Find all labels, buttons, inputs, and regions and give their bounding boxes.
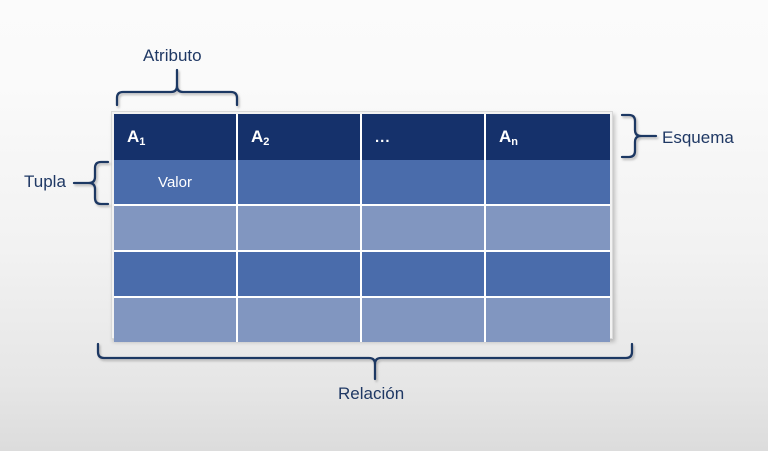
- column-header-a1-sub: 1: [139, 136, 146, 148]
- table-row: [114, 298, 610, 342]
- atributo-brace-icon: [115, 68, 239, 107]
- column-header-a2-sub: 2: [263, 136, 270, 148]
- cell-valor: Valor: [114, 160, 238, 206]
- column-header-an-base: A: [499, 127, 512, 146]
- table-cell: [114, 206, 238, 252]
- column-header-a2: A2: [238, 114, 362, 160]
- label-esquema: Esquema: [662, 128, 734, 147]
- column-header-a2-base: A: [251, 127, 264, 146]
- relation-table: A1 A2 ... An Valor: [114, 114, 610, 342]
- table-cell: [486, 160, 610, 206]
- table-cell: [486, 252, 610, 298]
- column-header-ellipsis: ...: [362, 114, 486, 160]
- column-header-a1: A1: [114, 114, 238, 160]
- table-row: [114, 252, 610, 298]
- table-row: Valor: [114, 160, 610, 206]
- table-cell: [362, 160, 486, 206]
- column-header-ellipsis-base: ...: [375, 128, 391, 146]
- table-cell: [362, 252, 486, 298]
- relacion-brace-icon: [96, 342, 634, 381]
- label-atributo: Atributo: [143, 46, 202, 65]
- table-cell: [114, 252, 238, 298]
- table-cell: [486, 206, 610, 252]
- table-cell: [362, 298, 486, 342]
- table-cell: [238, 160, 362, 206]
- table-header-row: A1 A2 ... An: [114, 114, 610, 160]
- esquema-brace-icon: [620, 113, 658, 159]
- table-cell: [362, 206, 486, 252]
- table-cell: [238, 252, 362, 298]
- tupla-brace-icon: [72, 160, 110, 206]
- table-cell: [238, 298, 362, 342]
- label-relacion: Relación: [338, 384, 405, 403]
- table-cell: [238, 206, 362, 252]
- label-tupla: Tupla: [24, 172, 66, 191]
- column-header-an: An: [486, 114, 610, 160]
- table-cell: [486, 298, 610, 342]
- table-cell: [114, 298, 238, 342]
- column-header-a1-base: A: [127, 127, 140, 146]
- table-row: [114, 206, 610, 252]
- column-header-an-sub: n: [511, 136, 519, 148]
- relation-table-frame: A1 A2 ... An Valor: [111, 111, 613, 342]
